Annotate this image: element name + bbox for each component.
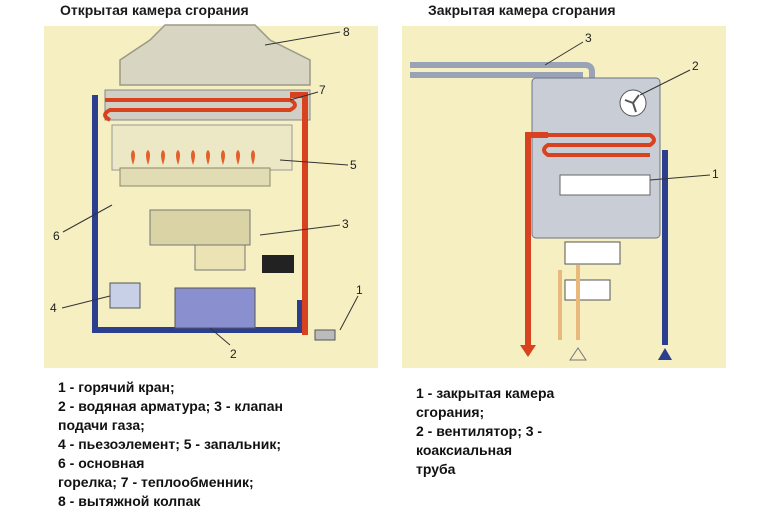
callout-3: 3 (585, 31, 592, 45)
legend-line: 4 - пьезоэлемент; 5 - запальник; (58, 436, 282, 452)
legend-line: 2 - вентилятор; 3 - (416, 423, 543, 439)
legend-line: горелка; 7 - теплообменник; (58, 474, 254, 490)
gas-inlet-arrow (569, 347, 587, 361)
legend-line: 1 - закрытая камера (416, 385, 555, 401)
callout-1: 1 (712, 167, 719, 181)
gas-valve (564, 241, 621, 265)
cold-inlet-arrow (658, 348, 672, 360)
callout-3: 3 (342, 217, 349, 231)
right-diagram-title: Закрытая камера сгорания (428, 2, 616, 18)
exhaust-hood (119, 24, 311, 86)
callout-2: 2 (692, 59, 699, 73)
legend-line: 1 - горячий кран; (58, 379, 175, 395)
callout-5: 5 (350, 158, 357, 172)
burner-flames (131, 150, 255, 165)
hot-water-pipe (290, 92, 308, 335)
callout-6: 6 (53, 229, 60, 243)
legend-line: коаксиальная (416, 442, 513, 458)
right-legend: 1 - закрытая камера сгорания; 2 - вентил… (416, 384, 554, 479)
legend-line: 2 - водяная арматура; 3 - клапан (58, 398, 283, 414)
burner (559, 174, 651, 196)
water-valve (174, 287, 256, 329)
callout-1: 1 (356, 283, 363, 297)
left-legend: 1 - горячий кран; 2 - водяная арматура; … (58, 378, 283, 511)
hot-tap (314, 329, 336, 341)
callout-2: 2 (230, 347, 237, 361)
left-diagram-title: Открытая камера сгорания (60, 2, 249, 18)
cold-water-pipe (92, 95, 303, 333)
callout-4: 4 (50, 301, 57, 315)
heat-exchanger-coil (103, 98, 297, 122)
heat-exchanger-coil (542, 133, 656, 157)
water-valve (564, 279, 611, 301)
solenoid (262, 255, 294, 273)
callout-7: 7 (319, 83, 326, 97)
hot-outlet-arrow (520, 345, 536, 357)
piezo-element (109, 282, 141, 309)
sealed-chamber (531, 77, 661, 239)
legend-line: подачи газа; (58, 417, 145, 433)
heat-exchanger (104, 89, 311, 121)
legend-line: труба (416, 461, 456, 477)
main-burner (119, 167, 271, 187)
hot-water-pipe (525, 132, 548, 345)
legend-line: сгорания; (416, 404, 485, 420)
legend-line: 8 - вытяжной колпак (58, 493, 201, 509)
callout-8: 8 (343, 25, 350, 39)
legend-line: 6 - основная (58, 455, 145, 471)
